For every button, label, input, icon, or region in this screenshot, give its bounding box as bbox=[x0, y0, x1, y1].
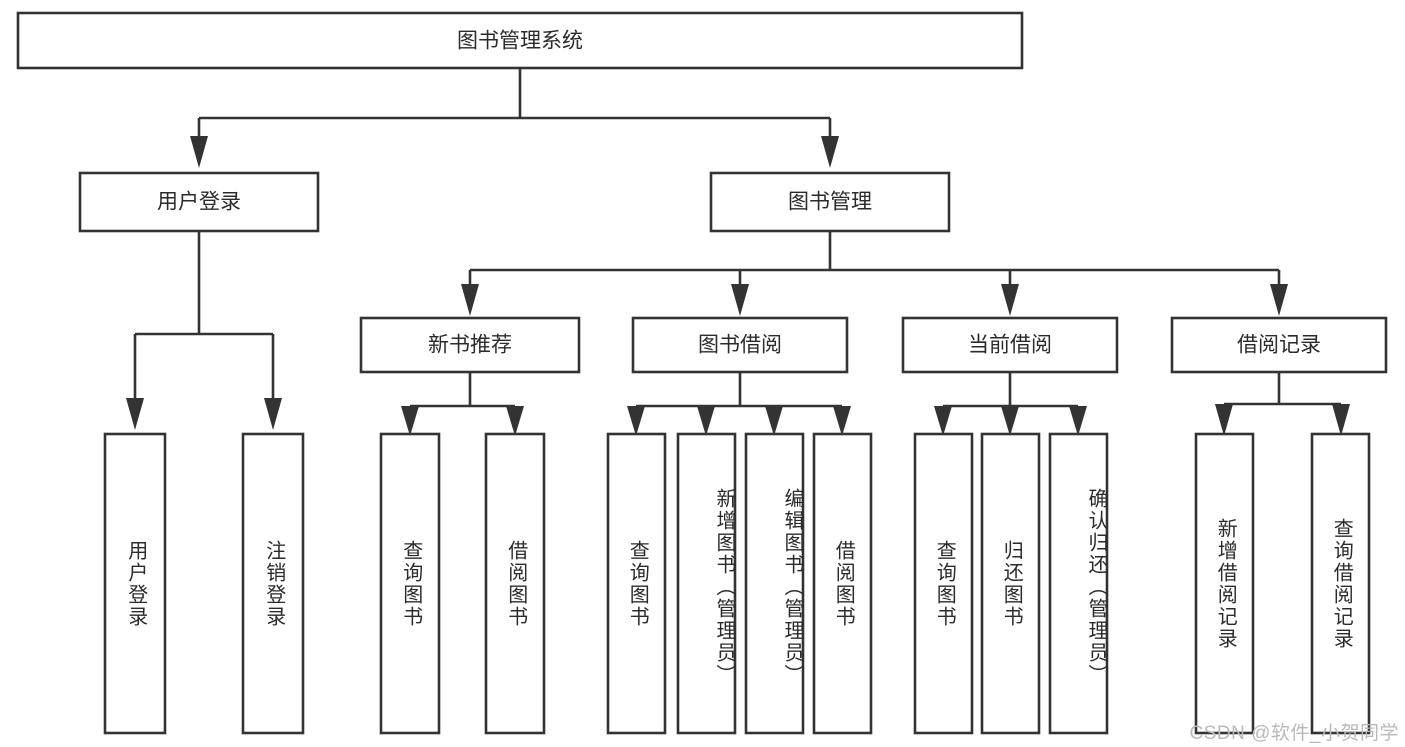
arrow-head-newbook-borrow bbox=[506, 406, 524, 436]
leaf-box-borrow-query[interactable] bbox=[606, 432, 667, 735]
arrow-head-records bbox=[1270, 284, 1288, 316]
node-book-management-label: 图书管理 bbox=[788, 191, 872, 214]
arrow-head-borrow-add bbox=[697, 406, 715, 436]
leaf-box-records-query[interactable] bbox=[1310, 432, 1371, 735]
leaf-box-borrow-lend[interactable] bbox=[812, 432, 873, 735]
connector-group-current bbox=[934, 372, 1087, 436]
node-new-book-recommend-box[interactable] bbox=[359, 316, 581, 374]
arrow-head-borrow bbox=[731, 284, 749, 316]
connector-group-newbook bbox=[401, 372, 524, 436]
arrow-head-borrow-query bbox=[627, 406, 645, 436]
arrow-head-records-add bbox=[1215, 404, 1233, 436]
node-book-borrow-box[interactable] bbox=[631, 316, 849, 374]
connector-group-borrow bbox=[627, 372, 851, 436]
node-borrow-records-label: 借阅记录 bbox=[1237, 334, 1321, 357]
arrow-head-borrow-lend bbox=[833, 406, 851, 436]
node-user-login-label: 用户登录 bbox=[157, 191, 241, 214]
node-user-login-box[interactable] bbox=[78, 171, 320, 233]
leaf-box-borrow-edit[interactable] bbox=[744, 432, 805, 735]
node-current-borrow-box[interactable] bbox=[901, 316, 1119, 374]
node-new-book-recommend-label: 新书推荐 bbox=[428, 334, 512, 357]
node-root-label: 图书管理系统 bbox=[457, 30, 583, 53]
arrow-head-newbook bbox=[461, 284, 479, 316]
node-book-borrow-label: 图书借阅 bbox=[698, 334, 782, 357]
arrow-head-leaf-user-login bbox=[126, 398, 144, 430]
arrow-head-records-query bbox=[1332, 404, 1350, 436]
connector-group-bookmgmt bbox=[461, 231, 1288, 316]
leaf-box-records-add[interactable] bbox=[1194, 432, 1255, 735]
arrow-head-current-confirm bbox=[1069, 406, 1087, 436]
arrow-head-bookmgmt bbox=[821, 136, 839, 168]
leaf-box-borrow-add[interactable] bbox=[676, 432, 737, 735]
connector-group-records bbox=[1215, 372, 1350, 436]
arrow-head-borrow-edit bbox=[765, 406, 783, 436]
leaf-box-newbook-borrow[interactable] bbox=[484, 432, 546, 735]
connector-group-root bbox=[190, 68, 839, 168]
arrow-head-leaf-logout bbox=[264, 398, 282, 430]
arrow-head-current bbox=[1001, 284, 1019, 316]
leaf-box-current-query[interactable] bbox=[913, 432, 974, 735]
arrow-head-current-query bbox=[934, 406, 952, 436]
node-book-management-box[interactable] bbox=[709, 171, 951, 233]
leaf-box-newbook-query[interactable] bbox=[379, 432, 441, 735]
connector-group-userlogin bbox=[126, 231, 282, 430]
arrow-head-userlogin bbox=[190, 136, 208, 168]
node-borrow-records-box[interactable] bbox=[1170, 316, 1388, 374]
leaf-box-logout[interactable] bbox=[241, 432, 305, 735]
leaf-box-current-return[interactable] bbox=[980, 432, 1041, 735]
node-root-box[interactable] bbox=[16, 11, 1024, 70]
leaf-box-current-confirm[interactable] bbox=[1048, 432, 1109, 735]
arrow-head-current-return bbox=[1001, 406, 1019, 436]
watermark-text: CSDN @软件_小贺同学 bbox=[1189, 723, 1399, 744]
node-current-borrow-label: 当前借阅 bbox=[968, 334, 1052, 357]
arrow-head-newbook-query bbox=[401, 406, 419, 436]
leaf-box-user-login[interactable] bbox=[103, 432, 167, 735]
